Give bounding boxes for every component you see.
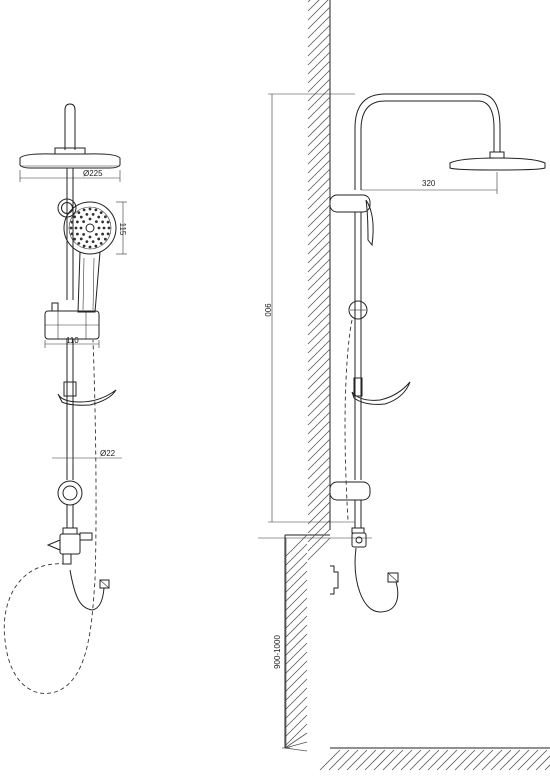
- side-bottom-wall-bracket: [329, 481, 371, 501]
- front-view: Ø225 115: [3, 103, 127, 694]
- front-rain-shower-head: [19, 147, 121, 169]
- side-rain-shower-head: [449, 151, 546, 171]
- front-hose: [3, 339, 97, 694]
- side-top-wall-bracket: [329, 194, 374, 247]
- side-wall-outlet: [330, 565, 339, 595]
- side-soap-dish: [351, 377, 411, 405]
- front-hand-shower: [63, 201, 117, 313]
- dim-rail-diameter: Ø22: [100, 449, 116, 458]
- front-top-ring: [57, 198, 77, 218]
- front-soap-dish: [57, 381, 117, 406]
- side-slider: [348, 300, 368, 320]
- side-diverter-valve: [351, 532, 367, 548]
- side-overhead-arm: [354, 93, 501, 190]
- front-diverter-valve: [46, 527, 93, 565]
- side-hose-outlet: [354, 547, 399, 613]
- wall: [284, 0, 550, 771]
- dim-rail-height: 900: [263, 303, 272, 317]
- dim-mount-height: 900-1000: [273, 635, 282, 669]
- front-sliding-bracket: [44, 302, 100, 340]
- dim-arm-projection: 320: [422, 179, 436, 188]
- dim-head-diameter: Ø225: [83, 169, 103, 178]
- front-hose-outlet: [69, 569, 105, 611]
- dim-hand-shower: 115: [118, 223, 127, 236]
- front-bottom-ring: [57, 480, 83, 506]
- front-overhead-arm: [64, 103, 76, 150]
- hand-shower-nozzles: [69, 207, 111, 249]
- side-view: 320: [258, 0, 550, 771]
- side-hose: [344, 319, 353, 521]
